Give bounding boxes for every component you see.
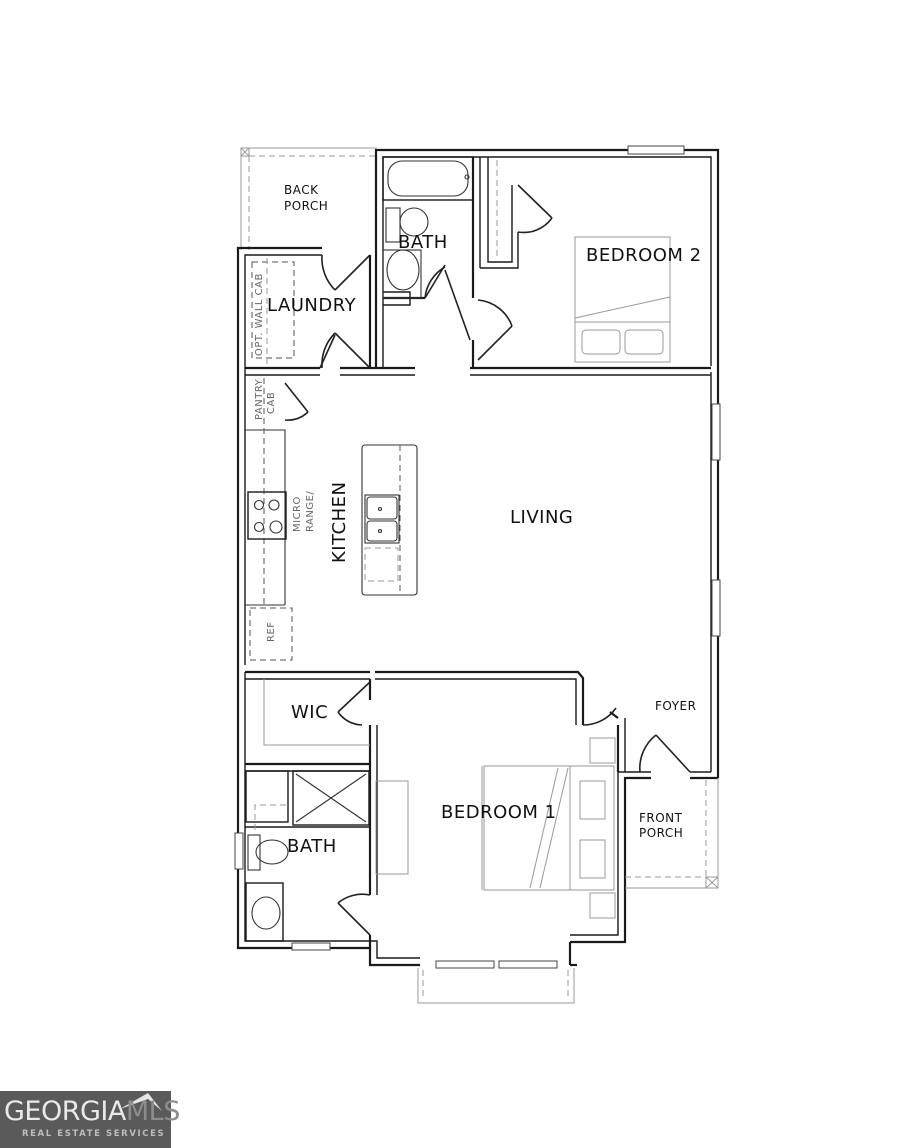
label-foyer: FOYER <box>655 699 696 713</box>
roof-icon <box>120 1093 162 1111</box>
label-back-porch-line1: BACK <box>284 183 319 197</box>
logo-wordmark: GEORGIAMLS <box>4 1097 180 1127</box>
front-porch <box>625 778 719 889</box>
label-wic: WIC <box>291 702 328 723</box>
label-pantry-cab-line2: CAB <box>266 392 277 414</box>
doors <box>284 184 691 936</box>
label-back-porch-line2: PORCH <box>284 199 328 213</box>
label-ref: REF <box>266 621 277 642</box>
label-front-porch-line1: FRONT <box>639 811 683 825</box>
label-bath-upper: BATH <box>398 232 448 253</box>
exterior-walls <box>236 148 720 967</box>
label-bedroom-2: BEDROOM 2 <box>586 245 702 266</box>
back-porch <box>240 147 377 250</box>
interior-walls <box>245 157 711 948</box>
label-laundry: LAUNDRY <box>267 295 357 316</box>
label-kitchen: KITCHEN <box>329 482 350 564</box>
label-living: LIVING <box>510 507 573 528</box>
label-opt-wall-cab: OPT. WALL CAB <box>254 273 265 356</box>
label-bath-lower: BATH <box>287 836 337 857</box>
windows <box>234 145 721 1004</box>
room-labels: BACK PORCH BATH BEDROOM 2 LAUNDRY OPT. W… <box>254 183 702 857</box>
fixtures <box>245 156 671 942</box>
logo-brand-main: GEORGIA <box>4 1096 126 1127</box>
label-pantry-cab-line1: PANTRY <box>254 378 265 420</box>
georgia-mls-logo: GEORGIAMLS REAL ESTATE SERVICES <box>0 1091 180 1148</box>
label-range-line2: RANGE/ <box>305 491 316 532</box>
label-micro-line1: MICRO <box>292 496 303 532</box>
label-front-porch-line2: PORCH <box>639 826 683 840</box>
logo-brand-accent: MLS <box>125 1096 180 1127</box>
logo-tagline: REAL ESTATE SERVICES <box>22 1129 166 1139</box>
label-bedroom-1: BEDROOM 1 <box>441 802 557 823</box>
